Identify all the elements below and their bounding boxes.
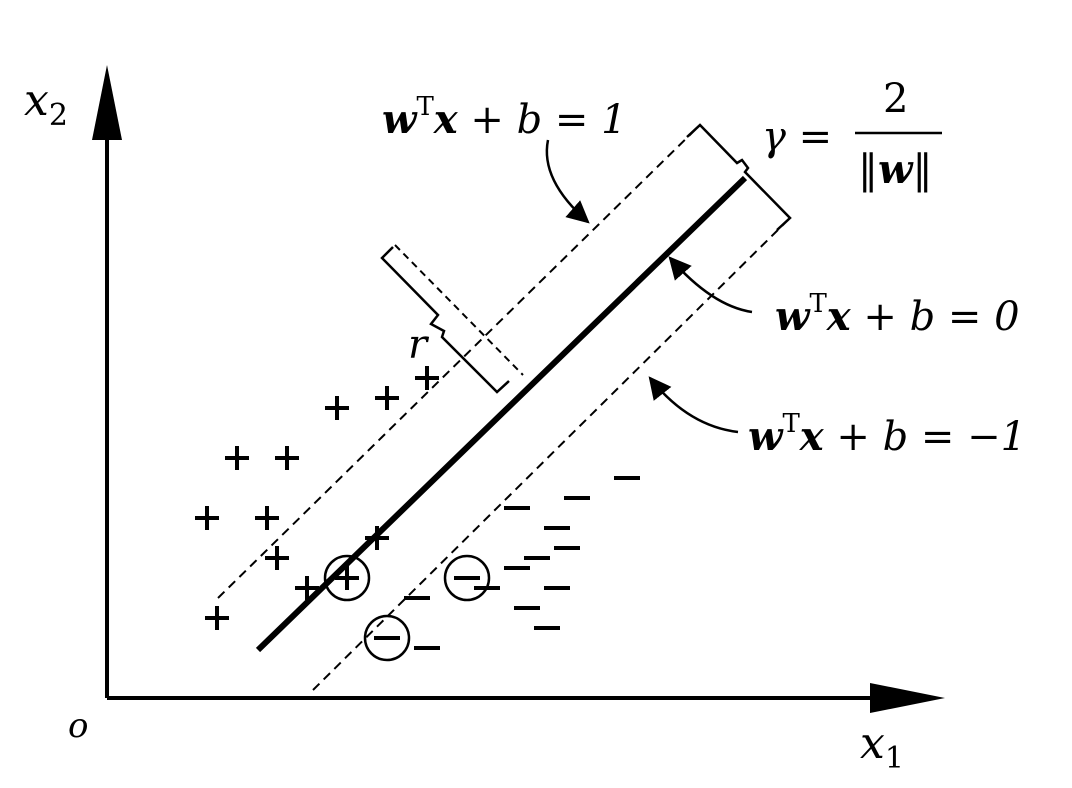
positive-point [325, 396, 349, 420]
positive-point [195, 506, 219, 530]
positive-point [295, 576, 319, 600]
upper-margin-line [217, 124, 701, 599]
lower-margin-line [312, 217, 791, 691]
hyperplane-equation: wTx + b = 0 [775, 289, 1020, 340]
gamma-numerator: 2 [883, 76, 908, 122]
support-vector-positive [335, 566, 359, 590]
support-vector-negative-ring [363, 614, 411, 662]
positive-point [415, 366, 439, 390]
upper-margin-equation: wTx + b = 1 [382, 92, 627, 143]
distance-r-label: r [408, 322, 430, 368]
y-axis-arrowhead [92, 65, 122, 140]
axes: o x1 x2 [24, 65, 945, 776]
positive-point [375, 386, 399, 410]
x-axis-arrowhead [870, 683, 945, 713]
positive-point [365, 526, 389, 550]
gamma-bracket [686, 123, 792, 231]
distance-r-bracket [380, 244, 524, 394]
positive-point [225, 446, 249, 470]
positive-point [275, 446, 299, 470]
origin-label: o [68, 706, 88, 746]
support-vector-positive-ring [323, 554, 371, 602]
hyperplanes [217, 124, 791, 691]
gamma-lhs: γ = [762, 114, 832, 160]
upper-margin-arrow [545, 139, 590, 224]
r-bracket [380, 246, 510, 394]
x-axis-label: x1 [860, 718, 904, 776]
annotation-arrows [545, 139, 753, 434]
equation-labels: wTx + b = 1 wTx + b = 0 wTx + b = −1 γ =… [382, 76, 1026, 460]
hyperplane-arrow [668, 256, 753, 314]
positive-point [205, 606, 229, 630]
positive-point [255, 506, 279, 530]
support-vector-negative-ring [443, 554, 491, 602]
positive-point [265, 546, 289, 570]
lower-margin-arrow [648, 376, 739, 434]
gamma-denominator: ‖w‖ [858, 146, 932, 193]
y-axis-label: x2 [24, 75, 68, 133]
lower-margin-equation: wTx + b = −1 [748, 409, 1026, 460]
margin-width-bracket [686, 123, 792, 231]
separating-hyperplane [255, 175, 748, 653]
r-perpendicular-dashed [394, 244, 524, 376]
sample-points [195, 366, 640, 662]
